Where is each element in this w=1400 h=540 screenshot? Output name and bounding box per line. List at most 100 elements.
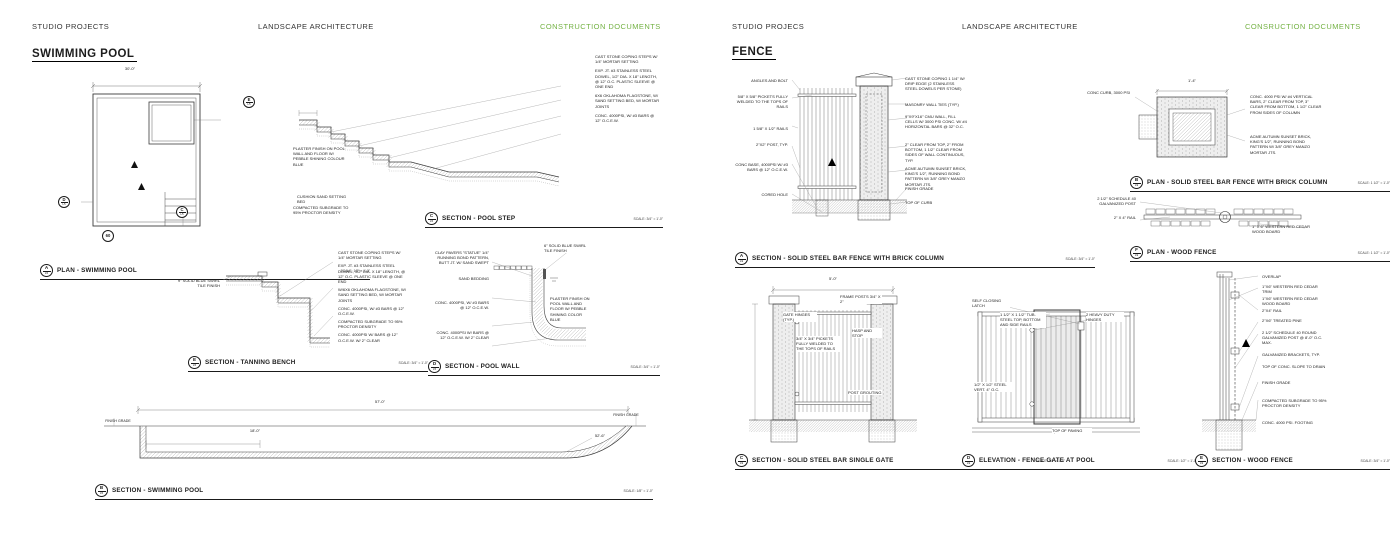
gate-section-drawing [749,286,917,443]
drawing-scale-text: SCALE: 3/4" = 1'-0" [398,360,428,365]
annotation: 6" SOLID BLUE SWIRL TILE FINISH [544,243,590,254]
detail-letter: A [739,252,744,258]
header-phase: CONSRUCTION DOCUMENTS [1245,22,1361,31]
fence-section-figure [791,68,908,228]
drawing-scale-text: SCALE: 3/4" = 1'-0" [1360,458,1390,463]
drawing-title-text: SECTION - POOL WALL [445,363,520,370]
drawing-title-text: SECTION - SOLID STEEL BAR SINGLE GATE [752,457,894,464]
drawing-title-text: SECTION - SOLID STEEL BAR FENCE WITH BRI… [752,255,944,262]
annotation: EXP. JT. #3 STAINLESS STEEL DOWEL, 1/2" … [338,263,406,284]
section-dim-right: 52'-6" [594,433,606,438]
annotation: 2"X2" POST, TYP. [755,142,788,147]
tile-band [543,269,546,279]
annotation: CONC. 4000PSI W/ BARS @ 12" O.C.E.W. W/ … [436,330,489,341]
pool-plan-drawing [81,82,221,227]
wood-fence-plan-drawing [1139,201,1306,229]
detail-sheet-number: L5 [190,362,199,368]
annotation: HASP AND STOP [852,328,882,339]
drawing-title-fence-section: A L9 SECTION - SOLID STEEL BAR FENCE WIT… [735,252,1095,268]
drawing-title-wood-fence-section: E L9 SECTION - WOOD FENCE SCALE: 3/4" = … [1195,454,1390,470]
annotation: CONC. 4000PSI, W/ #3 BARS @ 12" O.C.E.W. [338,305,405,316]
page-title: FENCE [732,46,776,60]
detail-sheet-number: L5 [97,490,106,496]
annotation: CUSHION SAND SETTING BED [297,194,347,205]
detail-bubble: E L9 [1195,454,1208,467]
callout-e: E L5 [243,96,255,108]
drawing-scale-text: SCALE: 1/8" = 1'-0" [340,268,370,273]
detail-bubble: E L5 [188,356,201,369]
annotation: 1 1/2" X 1 1/2" TUB. STEEL TOP, BOTTOM A… [1000,312,1046,328]
detail-letter: D [966,454,971,460]
pool-step-annotations-right: CAST STONE COPING STEPS W/ 1/4" MORTAR S… [595,54,661,123]
north-marker: 60 [102,230,114,242]
annotation: 6X6 OKLAHOMA FLAGSTONE, W/ SAND SETTING … [595,93,660,109]
annotation: MASONRY WALL TIES (TYP.) [905,102,959,107]
detail-bubble: C L5 [425,212,438,225]
detail-sheet-number: L5 [42,270,51,276]
fence-plan-figure [1134,85,1246,173]
detail-letter: C [429,212,434,218]
detail-letter: B [99,484,104,490]
annotation: 2"X4" RAIL [1262,308,1282,313]
callout-sheet: L5 [178,211,186,217]
pool-plan-figure [75,76,250,236]
pool-wall-figure [491,242,588,358]
callout-sheet: L5 [60,201,68,207]
drawing-title-section-swimming-pool: B L5 SECTION - SWIMMING POOL SCALE: 1/8"… [95,484,653,500]
annotation: OVERLAP [1262,274,1281,279]
drawing-title-text: SECTION - SWIMMING POOL [112,487,204,494]
callout-d: D L5 [58,196,70,208]
plan-dim-top: 30'-0" [124,66,136,71]
annotation: FRAME POSTS 3/4" X 2" [840,294,882,305]
annotation: SELF CLOSING LATCH [972,298,1010,309]
detail-letter: D [432,360,437,366]
detail-bubble: A L5 [40,264,53,277]
wood-fence-section-figure [1200,268,1259,458]
header-studio: STUDIO PROJECTS [32,22,110,31]
detail-letter: F [1135,246,1138,252]
sheet-fence: STUDIO PROJECS LANDSCAPE ARCHITECTURE CO… [700,0,1400,540]
wood-fence-section-drawing [1202,271,1259,451]
pool-step-drawing [298,85,562,187]
annotation: 3/4" X 3/4" PICKETS FULLY WELDED TO THE … [796,336,840,352]
annotation: COMPACTED SUBGRADE TO 95% PROCTOR DENSIT… [1262,398,1327,409]
annotation: FINISH GRADE [905,186,934,191]
drawing-scale-text: SCALE: 1/2" = 1'-0" [1167,458,1197,463]
header-discipline: LANDSCAPE ARCHITECTURE [258,22,374,31]
section-cut-marker-icon [131,161,138,168]
annotation: 1 5/8" X 1/2" RAILS [753,126,788,131]
gate-section-figure [745,282,920,452]
annotation: PLASTER FINISH ON POOL WALL AND FLOOR W/… [293,146,345,167]
detail-sheet-number: L9 [964,460,973,466]
finish-grade-label: FINISH GRADE [105,419,131,423]
annotation: CONC. 4000PSI, W/ #3 BARS @ 12" O.C.E.W. [595,112,655,123]
drawing-scale-text: SCALE: 1/8" = 1'-0" [623,488,653,493]
annotation: 2 1/2" SCHEDULE 40 ROUND GALVANIZED POST… [1262,330,1323,346]
section-dim-left: 18'-0" [249,428,261,433]
finish-grade-label: FINISH GRADE [613,413,639,417]
annotation: CONC BASE, 4000PSI W/ #3 BARS @ 12" O.C.… [735,162,788,173]
annotation: CONC. 4000PSI W/ BARS @ 12" O.C.E.W. W/ … [338,332,398,343]
gate-dim-top: 5'-0" [829,276,837,281]
detail-bubble: B L5 [95,484,108,497]
drawing-title-text: SECTION - WOOD FENCE [1212,457,1293,464]
drawing-title-gate-elevation: D L9 ELEVATION - FENCE GATE AT POOL SCAL… [962,454,1197,470]
detail-sheet-number: L9 [1132,252,1141,258]
tanning-bench-drawing [222,261,334,348]
fence-plan-drawing [1134,88,1246,158]
north-label: 60 [105,232,111,238]
callout-letter: E [247,96,251,102]
detail-bubble: C L9 [735,454,748,467]
fence-plan-dim-top: 1'-4" [1188,78,1196,83]
annotation: CONC CURB, 3000 PSI [1087,90,1130,95]
drawing-scale-text: SCALE: 1 1/2" = 1'-0" [1357,180,1390,185]
detail-sheet-number: L5 [430,366,439,372]
annotation: ACME AUTUMN SUNSET BRICK, KING'S 1/2", R… [1250,134,1312,155]
header-studio: STUDIO PROJECS [732,22,805,31]
detail-sheet-number: L9 [737,258,746,264]
annotation: COMPACTED SUBGRADE TO 95% PROCTOR DENSIT… [338,319,403,330]
sheet-swimming-pool: STUDIO PROJECTS LANDSCAPE ARCHITECTURE C… [32,22,663,500]
drawing-title-fence-plan: B L9 PLAN - SOLID STEEL BAR FENCE WITH B… [1130,176,1390,192]
gate-elevation-drawing [972,305,1140,435]
annotation: PLASTER FINISH ON POOL WALL AND FLOOR W/… [550,296,590,322]
